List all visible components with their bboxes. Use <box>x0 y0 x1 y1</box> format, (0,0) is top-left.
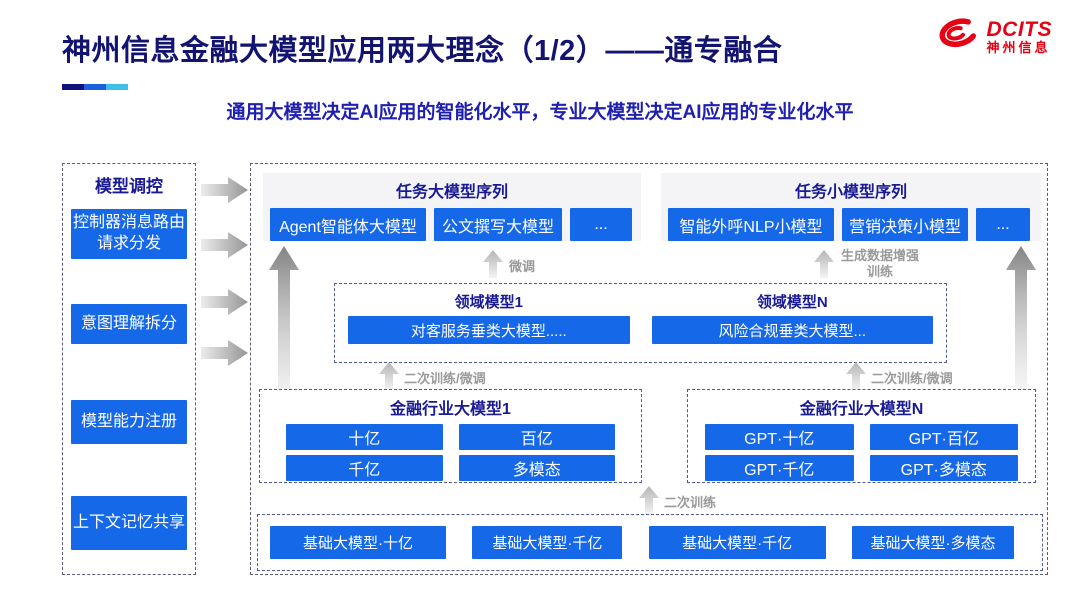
title-accent-bars <box>62 84 128 90</box>
node-gpt-ten-billion: GPT·百亿 <box>869 424 1018 450</box>
node-gpt-hundred-billion: GPT·千亿 <box>705 455 854 481</box>
finetune-up-arrow-icon <box>483 250 503 278</box>
node-more-small-models: ... <box>976 208 1030 241</box>
node-risk-compliance-model: 风险合规垂类大模型... <box>651 316 933 344</box>
domain-model-1-section: 领域模型1 对客服务垂类大模型..... <box>348 289 630 357</box>
section-title: 金融行业大模型N <box>799 401 924 418</box>
section-title: 任务小模型序列 <box>794 184 907 201</box>
section-title: 任务大模型序列 <box>395 184 508 201</box>
section-title: 金融行业大模型1 <box>390 401 511 418</box>
model-control-panel: 模型调控 控制器消息路由请求分发 意图理解拆分 模型能力注册 上下文记忆共享 <box>62 163 196 575</box>
node-billion: 十亿 <box>286 424 443 450</box>
gen-data-training-label: 生成数据增强训练 <box>840 248 919 280</box>
node-foundation-billion: 基础大模型·十亿 <box>270 526 446 559</box>
sidebar-node-intent: 意图理解拆分 <box>71 304 187 344</box>
task-small-model-section: 任务小模型序列 智能外呼NLP小模型 营销决策小模型 ... <box>661 173 1041 241</box>
node-more-large-models: ... <box>570 208 632 241</box>
node-gpt-billion: GPT·十亿 <box>705 424 854 450</box>
slide-subtitle: 通用大模型决定AI应用的智能化水平，专业大模型决定AI应用的专业化水平 <box>226 102 854 123</box>
node-foundation-multimodal: 基础大模型·多模态 <box>851 526 1014 559</box>
retrain-label: 二次训练 <box>664 495 717 510</box>
flow-right-arrow-icon <box>201 232 248 258</box>
architecture-canvas: 任务大模型序列 Agent智能体大模型 公文撰写大模型 ... 任务小模型序列 … <box>250 163 1048 575</box>
retrain-finetune-label: 二次训练/微调 <box>404 371 486 386</box>
foundation-models-section: 基础大模型·十亿 基础大模型·千亿 基础大模型·千亿 基础大模型·多模态 <box>257 514 1043 571</box>
node-customer-service-model: 对客服务垂类大模型..... <box>348 316 630 344</box>
retrain-up-arrow-icon <box>379 362 399 390</box>
dcits-swirl-icon <box>929 16 981 57</box>
finance-industry-model-n-section: 金融行业大模型N GPT·十亿 GPT·百亿 GPT·千亿 GPT·多模态 <box>687 389 1036 483</box>
retrain-up-arrow-icon <box>846 362 866 390</box>
logo-wordmark: DCITS <box>986 17 1052 41</box>
finetune-label: 微调 <box>509 259 536 274</box>
node-document-writing-model: 公文撰写大模型 <box>434 208 562 241</box>
section-title: 领域模型1 <box>454 294 523 311</box>
tall-up-arrow-icon <box>269 246 299 482</box>
gen-data-up-arrow-icon <box>814 250 834 278</box>
logo-chinese-name: 神州信息 <box>986 39 1051 55</box>
section-title: 领域模型N <box>756 294 828 311</box>
domain-models-group: 领域模型1 对客服务垂类大模型..... 领域模型N 风险合规垂类大模型... <box>334 283 947 363</box>
sidebar-title: 模型调控 <box>95 177 163 196</box>
flow-right-arrow-icon <box>201 289 248 315</box>
domain-model-n-section: 领域模型N 风险合规垂类大模型... <box>651 289 933 357</box>
node-gpt-multimodal: GPT·多模态 <box>869 455 1018 481</box>
flow-right-arrow-icon <box>201 340 248 366</box>
tall-up-arrow-icon <box>1006 246 1036 458</box>
node-ten-billion: 百亿 <box>458 424 615 450</box>
sidebar-node-context: 上下文记忆共享 <box>71 496 187 550</box>
node-hundred-billion: 千亿 <box>286 455 443 481</box>
sidebar-node-router: 控制器消息路由请求分发 <box>71 209 187 259</box>
dcits-logo: DCITS 神州信息 <box>929 16 1053 57</box>
node-multimodal: 多模态 <box>458 455 615 481</box>
retrain-up-arrow-icon <box>639 486 659 514</box>
sidebar-node-register: 模型能力注册 <box>71 400 187 444</box>
node-marketing-decision-model: 营销决策小模型 <box>842 208 968 241</box>
node-agent-large-model: Agent智能体大模型 <box>270 208 426 241</box>
flow-right-arrow-icon <box>201 177 248 203</box>
finance-industry-model-1-section: 金融行业大模型1 十亿 百亿 千亿 多模态 <box>259 389 642 483</box>
task-large-model-section: 任务大模型序列 Agent智能体大模型 公文撰写大模型 ... <box>263 173 641 241</box>
node-foundation-hundred-billion-2: 基础大模型·千亿 <box>648 526 826 559</box>
retrain-finetune-label: 二次训练/微调 <box>871 371 953 386</box>
page-title: 神州信息金融大模型应用两大理念（1/2）——通专融合 <box>62 35 783 67</box>
node-foundation-hundred-billion: 基础大模型·千亿 <box>472 526 623 559</box>
node-outbound-nlp-model: 智能外呼NLP小模型 <box>668 208 834 241</box>
